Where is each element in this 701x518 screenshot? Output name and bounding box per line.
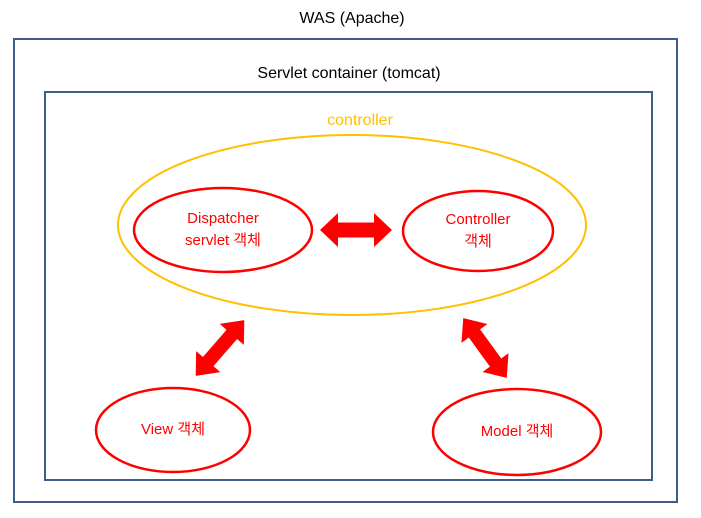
dispatcher-servlet-label-line1: Dispatcher [187, 210, 259, 227]
controller-node-label: Controller 객체 [445, 209, 510, 253]
view-node-label: View 객체 [140, 421, 206, 438]
was-box [13, 38, 678, 503]
controller-group-label: controller [327, 112, 393, 129]
controller-node-label-line1: Controller [445, 211, 511, 228]
arrow-controller-model-icon [461, 318, 509, 378]
controller-node-label-line2: 객체 [464, 233, 492, 250]
arrow-controller-view-icon [195, 320, 245, 376]
controller-ellipse [401, 189, 555, 273]
view-ellipse [94, 386, 252, 474]
dispatcher-servlet-label: Dispatcher servlet 객체 [185, 208, 261, 252]
model-node-label: Model 객체 [480, 423, 554, 440]
model-ellipse [431, 387, 603, 477]
servlet-container-box [44, 91, 653, 481]
was-title: WAS (Apache) [299, 10, 405, 27]
controller-group-ellipse [117, 134, 587, 316]
arrow-dispatcher-controller-icon [320, 213, 392, 247]
dispatcher-servlet-label-line2: servlet 객체 [185, 232, 261, 249]
servlet-container-title: Servlet container (tomcat) [257, 65, 441, 82]
dispatcher-servlet-ellipse [132, 186, 314, 274]
